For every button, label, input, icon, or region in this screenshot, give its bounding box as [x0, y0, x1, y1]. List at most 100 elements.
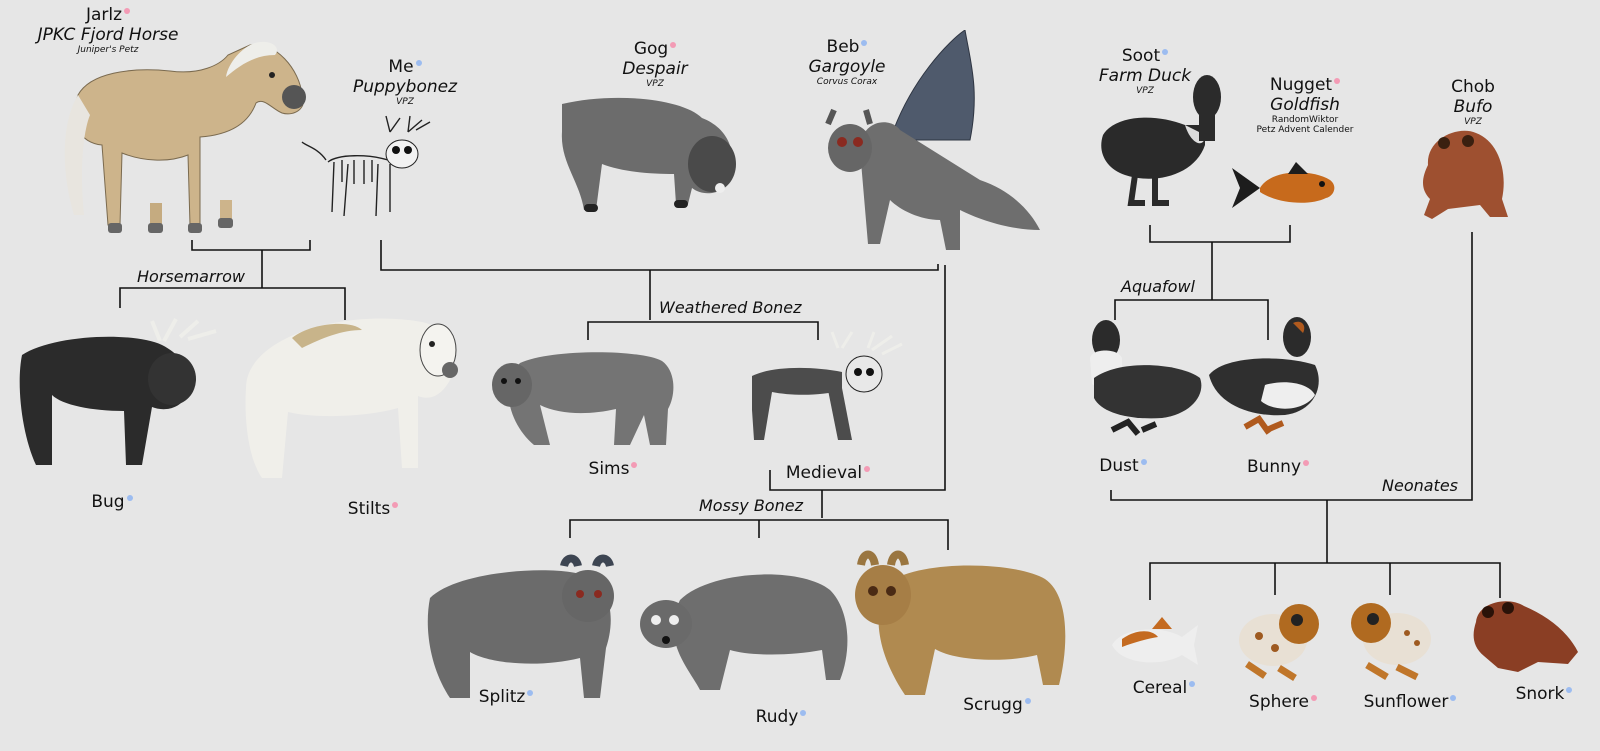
pet-breed-chob: Bufo — [1453, 96, 1493, 117]
male-dot-icon — [861, 40, 868, 46]
male-dot-icon — [1189, 681, 1196, 687]
female-dot-icon — [631, 462, 638, 468]
pet-breed-nugget: Goldfish — [1270, 94, 1340, 115]
pet-label-sphere: Sphere — [1240, 692, 1326, 713]
male-dot-icon — [1140, 459, 1147, 465]
soot-duck-art — [1101, 75, 1221, 206]
pet-name-beb: Beb — [826, 37, 860, 57]
pet-source-me: VPZ — [396, 97, 414, 108]
weathered-children-bracket — [587, 321, 819, 340]
male-dot-icon — [1566, 687, 1573, 693]
bug-creature-art — [19, 318, 217, 465]
male-dot-icon — [1450, 695, 1457, 701]
sunflower-frog-art — [1351, 603, 1431, 681]
pet-name-snork: Snork — [1515, 684, 1565, 704]
rudy-dog-art — [640, 574, 848, 690]
pet-label-gog: Gog Despair VPZ — [600, 39, 710, 90]
pet-breed-jarlz: JPKC Fjord Horse — [37, 24, 179, 45]
pet-label-bug: Bug — [82, 492, 142, 513]
pet-source-soot: VPZ — [1136, 86, 1154, 97]
pet-label-sims: Sims — [578, 459, 648, 480]
pet-source2-nugget: Petz Advent Calender — [1256, 125, 1354, 136]
me-skeleton-dog-art — [301, 115, 431, 217]
pet-label-beb: Beb Gargoyle Corvus Corax — [792, 37, 902, 88]
gog-dog-art — [561, 97, 736, 212]
male-dot-icon — [527, 690, 534, 696]
beb-gargoyle-art — [825, 30, 1040, 250]
pet-name-sunflower: Sunflower — [1363, 692, 1449, 712]
female-dot-icon — [392, 502, 399, 508]
pet-name-stilts: Stilts — [347, 499, 391, 519]
cereal-fish-art — [1112, 617, 1198, 665]
pet-source-jarlz: Juniper's Petz — [77, 45, 139, 56]
litter-label-horsemarrow: Horsemarrow — [137, 267, 245, 286]
stilts-creature-art — [245, 318, 458, 478]
pet-name-sphere: Sphere — [1249, 692, 1309, 712]
pet-name-soot: Soot — [1121, 46, 1161, 66]
pet-label-soot: Soot Farm Duck VPZ — [1090, 46, 1200, 97]
pet-name-chob: Chob — [1451, 77, 1495, 97]
pet-label-cereal: Cereal — [1124, 678, 1204, 699]
pet-label-rudy: Rudy — [746, 707, 816, 728]
aquafowl-children-bracket — [1114, 299, 1269, 340]
pet-label-snork: Snork — [1504, 684, 1584, 705]
pet-name-jarlz: Jarlz — [85, 5, 123, 25]
female-dot-icon — [864, 466, 871, 472]
nugget-goldfish-art — [1232, 162, 1335, 208]
pet-label-splitz: Splitz — [466, 687, 546, 708]
pet-label-scrugg: Scrugg — [952, 695, 1042, 716]
pet-label-nugget: Nugget Goldfish RandomWiktor Petz Advent… — [1240, 75, 1370, 136]
pet-breed-beb: Gargoyle — [808, 56, 886, 77]
female-dot-icon — [1334, 78, 1341, 84]
pet-name-gog: Gog — [633, 39, 669, 59]
litter-label-aquafowl: Aquafowl — [1121, 277, 1195, 296]
pet-name-rudy: Rudy — [755, 707, 799, 727]
pet-name-cereal: Cereal — [1132, 678, 1188, 698]
snork-toad-art — [1473, 601, 1578, 672]
pet-source-nugget: RandomWiktor — [1271, 115, 1339, 126]
pet-breed-gog: Despair — [622, 58, 688, 79]
pet-source-chob: VPZ — [1464, 117, 1482, 128]
pet-source-beb: Corvus Corax — [816, 77, 878, 88]
chob-toad-art — [1423, 130, 1508, 219]
pet-name-dust: Dust — [1099, 456, 1139, 476]
pet-label-stilts: Stilts — [338, 499, 408, 520]
female-dot-icon — [1303, 460, 1310, 466]
bunny-duck-art — [1209, 317, 1319, 435]
pet-label-bunny: Bunny — [1238, 457, 1318, 478]
medieval-skeleton-dog-art — [752, 331, 903, 440]
female-dot-icon — [124, 8, 131, 14]
horsemarrow-children-bracket — [119, 287, 346, 320]
pet-name-nugget: Nugget — [1269, 75, 1333, 95]
pet-source-gog: VPZ — [646, 79, 664, 90]
male-dot-icon — [800, 710, 807, 716]
pet-breed-soot: Farm Duck — [1098, 65, 1192, 86]
pet-label-medieval: Medieval — [778, 463, 878, 484]
litter-label-weathered-bonez: Weathered Bonez — [659, 298, 802, 317]
pet-name-bug: Bug — [91, 492, 125, 512]
pet-name-sims: Sims — [588, 459, 630, 479]
splitz-creature-art — [427, 554, 614, 698]
mossy-parent-bracket — [769, 265, 946, 491]
pet-name-splitz: Splitz — [478, 687, 526, 707]
pet-label-me: Me Puppybonez VPZ — [340, 57, 470, 108]
pet-label-jarlz: Jarlz JPKC Fjord Horse Juniper's Petz — [28, 5, 188, 56]
female-dot-icon — [1310, 695, 1317, 701]
aquafowl-parent-bracket — [1149, 225, 1291, 243]
jarlz-horse-art — [64, 41, 306, 233]
pet-breed-me: Puppybonez — [352, 76, 458, 97]
pet-name-medieval: Medieval — [785, 463, 863, 483]
sims-dog-art — [492, 352, 674, 445]
male-dot-icon — [415, 60, 422, 66]
litter-label-mossy-bonez: Mossy Bonez — [699, 496, 803, 515]
pet-name-scrugg: Scrugg — [963, 695, 1023, 715]
male-dot-icon — [1162, 49, 1169, 55]
litter-label-neonates: Neonates — [1382, 476, 1458, 495]
sphere-frog-art — [1239, 604, 1319, 681]
scrugg-creature-art — [855, 550, 1066, 695]
male-dot-icon — [126, 495, 133, 501]
neonates-children-bracket — [1149, 562, 1501, 600]
pet-label-chob: Chob Bufo VPZ — [1425, 77, 1521, 128]
pet-name-me: Me — [388, 57, 414, 77]
